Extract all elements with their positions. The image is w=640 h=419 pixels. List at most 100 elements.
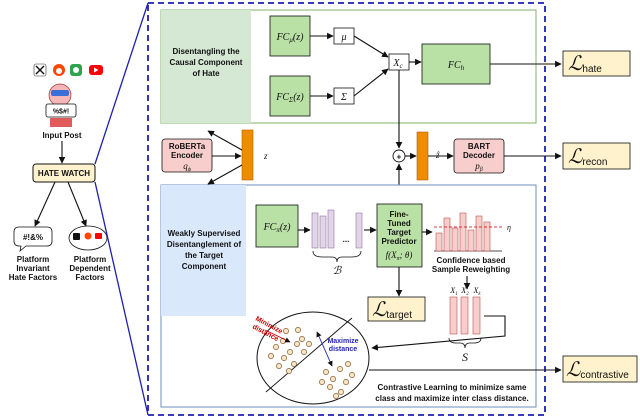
- speech-bubble-icon: [45, 103, 77, 118]
- fc-pi-label: FCπ(z): [263, 222, 292, 234]
- arrow-mu-xc: [353, 35, 389, 58]
- hate-watch-box[interactable]: [32, 163, 96, 183]
- embedding-point: [338, 389, 344, 395]
- embedding-point: [323, 369, 329, 375]
- fc-mu-box[interactable]: [269, 15, 311, 57]
- dependent-line-3: Factors: [76, 273, 105, 282]
- x-logo-glyph: [35, 65, 45, 75]
- cluster-a: [268, 327, 312, 374]
- dependent-line-2: Dependent: [69, 264, 111, 273]
- poster-glasses-icon: [51, 90, 69, 96]
- loss-contrastive-box: [562, 355, 638, 383]
- embedding-point: [349, 372, 355, 378]
- confidence-bar: [475, 215, 483, 252]
- arrow-z-top: [207, 130, 243, 151]
- contrastive-caption-1: Contrastive Learning to minimize same: [378, 383, 527, 392]
- class-separator: [265, 317, 353, 393]
- embedding-vector: [355, 212, 363, 249]
- target-label-1: Weakly Supervised: [168, 229, 241, 238]
- zoom-line-bottom: [94, 181, 149, 416]
- loss-target: ℒtarget: [372, 299, 412, 321]
- poster-laptop-icon: [50, 118, 72, 127]
- embedding-point: [281, 355, 287, 361]
- confidence-bar: [451, 227, 459, 252]
- embedding-point: [327, 384, 333, 390]
- fc-mu-label: FCμ(z): [276, 32, 305, 44]
- predictor-line-2: Tuned: [387, 219, 411, 228]
- dependent-group: Platform Dependent Factors: [68, 225, 111, 282]
- batch-brace: [312, 250, 362, 263]
- confidence-line-1: Confidence based: [437, 256, 506, 265]
- target-predictor-box[interactable]: [376, 203, 423, 268]
- confidence-bar: [459, 212, 467, 252]
- z-symbol: z: [263, 151, 268, 161]
- embedding-vector: [311, 212, 319, 249]
- causal-label-2: Causal Component: [170, 58, 243, 67]
- cluster-b: [319, 361, 355, 399]
- confidence-bar: [483, 221, 491, 252]
- input-post-label: Input Post: [42, 131, 81, 140]
- fc-h-box[interactable]: [421, 43, 491, 85]
- embedding-ellipse: [256, 311, 370, 405]
- contrastive-caption-2: class and maximize inter class distance.: [375, 394, 528, 403]
- gab-glyph: [73, 67, 79, 73]
- fc-sigma-box[interactable]: [269, 75, 311, 117]
- maximize-arrow: [316, 331, 333, 367]
- embedding-point: [268, 353, 274, 359]
- predictor-line-1: Fine-: [389, 210, 408, 219]
- maximize-line-2: distance: [329, 346, 358, 353]
- embedding-point: [301, 349, 307, 355]
- reddit-face: [56, 68, 62, 74]
- arrow-samples-embedding: [371, 315, 506, 351]
- arrow-z-bottom: [207, 164, 243, 185]
- fc-h-label: FCh: [447, 60, 465, 72]
- confidence-histogram: η: [434, 212, 511, 252]
- social-icons-row: [33, 63, 103, 77]
- fc-pi-box[interactable]: [255, 204, 299, 248]
- embedding-point: [294, 341, 300, 347]
- loss-target-box: [367, 296, 426, 322]
- embedding-point: [286, 368, 292, 374]
- embedding-point: [291, 361, 297, 367]
- samples-brace: [448, 337, 482, 349]
- invariant-group: #!&% Platform Invariant Hate Factors: [9, 226, 58, 282]
- loss-recon-box: [562, 142, 631, 170]
- selected-vector: [449, 296, 458, 335]
- invariant-line-3: Hate Factors: [9, 273, 58, 282]
- dependent-reddit-icon: [84, 232, 92, 240]
- zhat-latent-bar: [416, 131, 429, 181]
- arrow-to-invariant: [34, 181, 56, 227]
- invariant-line-2: Invariant: [16, 264, 50, 273]
- causal-module-label-bg: [161, 10, 251, 123]
- poster-symbols: %$#!: [53, 109, 69, 116]
- target-label-4: Component: [182, 262, 227, 271]
- sample-label-1: X1: [449, 286, 457, 297]
- embedding-point: [343, 379, 349, 385]
- selected-vector: [460, 296, 469, 335]
- causal-label-1: Disentangling the: [172, 47, 240, 56]
- z-latent-bar: [241, 129, 254, 181]
- selected-vector: [472, 296, 481, 335]
- target-module-label-bg: [161, 185, 246, 316]
- dependent-x-icon: [73, 233, 80, 240]
- embedding-point: [283, 328, 289, 334]
- selected-samples: X1 X2 Xk S: [448, 286, 482, 364]
- decoder-param: pβ: [474, 161, 483, 173]
- embedding-point: [299, 336, 305, 342]
- zoom-line-top: [94, 2, 149, 165]
- confidence-bar: [467, 229, 475, 252]
- dependent-youtube-icon: [95, 233, 102, 239]
- encoder-line-2: Encoder: [171, 151, 203, 160]
- embedding-point: [337, 366, 343, 372]
- embedding-point: [287, 349, 293, 355]
- fc-sigma-label: FCΣ(z): [275, 92, 304, 104]
- eta-symbol: η: [507, 223, 511, 232]
- batch-symbol: ℬ: [333, 265, 343, 277]
- target-label-2: Disentanglement of: [167, 240, 242, 249]
- decoder-line-2: Decoder: [463, 151, 495, 160]
- mu-symbol: μ: [340, 32, 346, 43]
- invariant-speech-icon: [13, 226, 53, 253]
- confidence-line-2: Sample Reweighting: [432, 265, 510, 274]
- arrow-to-dependent: [67, 181, 87, 227]
